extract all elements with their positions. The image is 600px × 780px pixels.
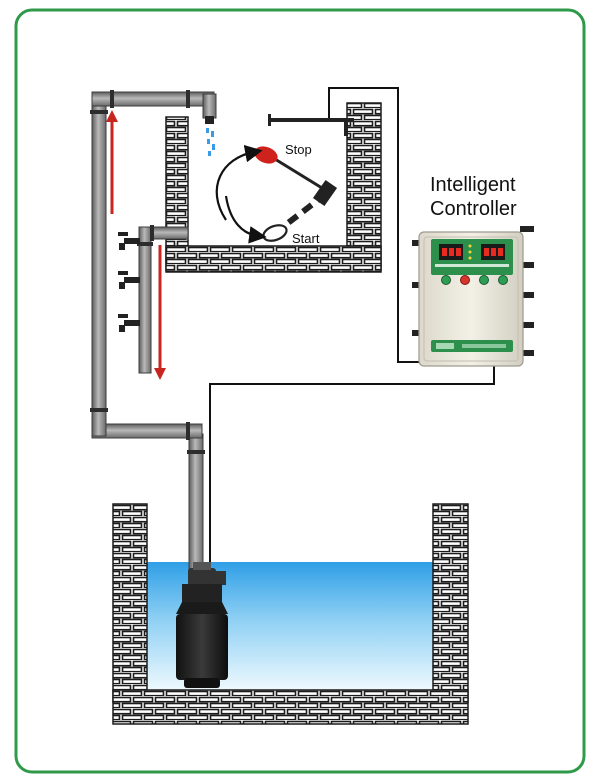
water-drops [206, 128, 215, 156]
upper-tank-floor [165, 245, 382, 273]
delivery-pipe [90, 90, 217, 581]
signal-wires [209, 87, 495, 575]
flow-arrow-up [106, 110, 118, 214]
controller-title-line2: Controller [430, 198, 517, 220]
reservoir-wall-left [112, 503, 148, 703]
float-start-label: Start [292, 231, 320, 246]
distribution-pipe [137, 225, 189, 374]
submersible-pump-icon [176, 562, 228, 688]
controller-title-line1: Intelligent [430, 174, 516, 196]
upper-tank-wall-right [346, 102, 382, 271]
reservoir-floor [112, 689, 469, 725]
controller-buttons [441, 275, 508, 285]
float-stop-label: Stop [285, 142, 312, 157]
faucet-icon [118, 232, 140, 332]
controller-box-icon [412, 226, 534, 367]
float-switch-icon [215, 114, 354, 244]
reservoir-wall-right [432, 503, 469, 703]
flow-arrow-down [154, 245, 166, 380]
